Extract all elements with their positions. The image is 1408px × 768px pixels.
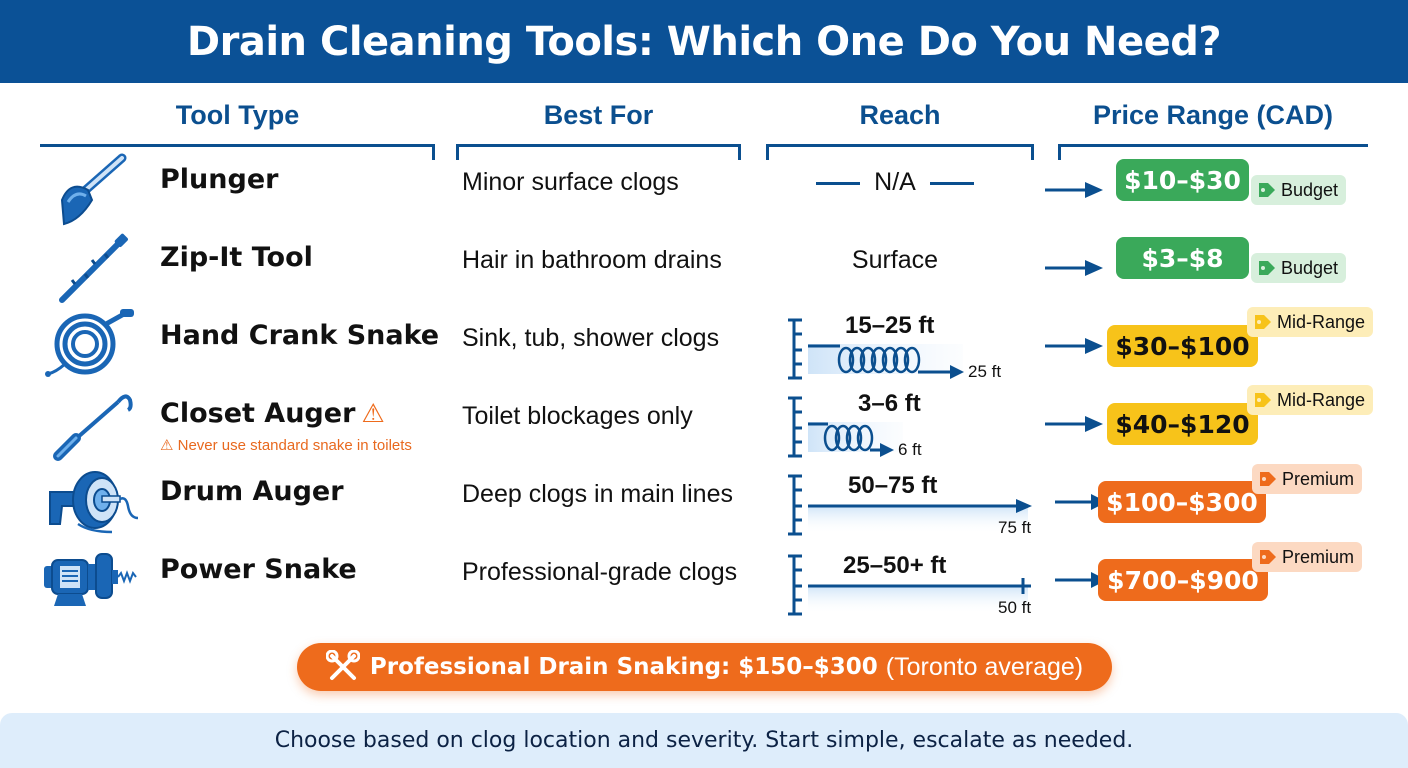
zip-it-icon: [40, 228, 140, 306]
price-badge: $700–$900: [1098, 559, 1268, 601]
reach-end-label: 25 ft: [968, 362, 1002, 381]
reach-range-label: 50–75 ft: [848, 472, 938, 499]
reach-graphic: 25–50+ ft 50 ft: [780, 540, 1040, 618]
professional-cost-banner: Professional Drain Snaking: $150–$300 (T…: [297, 643, 1112, 691]
price-badge: $3–$8: [1116, 237, 1249, 279]
dash-line: [816, 181, 861, 185]
best-for-text: Toilet blockages only: [462, 402, 693, 430]
reach-value: Surface: [851, 246, 939, 274]
column-header-tool-type: Tool Type: [175, 100, 300, 130]
reach-graphic: 15–25 ft 25 ft: [780, 306, 1040, 384]
professional-cost-label: Professional Drain Snaking: $150–$300: [369, 654, 878, 680]
column-header-reach: Reach: [859, 100, 941, 130]
warning-icon: ⚠: [361, 399, 385, 429]
tool-name: Plunger: [160, 164, 279, 195]
reach-end-label: 75 ft: [998, 518, 1032, 537]
best-for-text: Professional-grade clogs: [462, 558, 738, 586]
tag-icon: [1255, 315, 1271, 329]
reach-scale-icon: [788, 396, 903, 458]
footer-tip: Choose based on clog location and severi…: [0, 713, 1408, 768]
tool-name: Closet Auger⚠: [160, 398, 385, 429]
table-row: Hand Crank Snake Sink, tub, shower clogs…: [0, 306, 1408, 384]
price-badge: $30–$100: [1107, 325, 1258, 367]
best-for-text: Hair in bathroom drains: [462, 246, 722, 274]
best-for-text: Sink, tub, shower clogs: [462, 324, 720, 352]
arrow-right-icon: [1045, 260, 1103, 276]
column-header-best-for: Best For: [543, 100, 654, 130]
best-for-text: Deep clogs in main lines: [462, 480, 733, 508]
reach-value: N/A: [770, 168, 1020, 197]
reach-range-label: 3–6 ft: [858, 390, 921, 417]
tier-tag: Mid-Range: [1247, 385, 1374, 415]
tool-name: Hand Crank Snake: [160, 320, 440, 351]
closet-auger-icon: [40, 384, 140, 462]
footer-text: Choose based on clog location and severi…: [274, 728, 1134, 753]
reach-scale-icon: [788, 318, 964, 380]
drum-auger-icon: [40, 462, 140, 540]
reach-scale-icon: [788, 474, 1032, 536]
tag-icon: [1259, 261, 1275, 275]
table-row: Closet Auger⚠ ⚠ Never use standard snake…: [0, 384, 1408, 462]
tool-name: Drum Auger: [160, 476, 344, 507]
professional-cost-note: (Toronto average): [885, 652, 1084, 681]
dash-line: [929, 181, 974, 185]
tag-icon: [1255, 393, 1271, 407]
column-divider: [766, 144, 1034, 160]
tool-name: Power Snake: [160, 554, 357, 585]
reach-graphic: 50–75 ft 75 ft: [780, 462, 1040, 540]
reach-scale-icon: [788, 554, 1031, 616]
table-row: Drum Auger Deep clogs in main lines 50–7…: [0, 462, 1408, 540]
tag-icon: [1259, 183, 1275, 197]
arrow-right-icon: [1045, 338, 1103, 354]
warning-note: ⚠ Never use standard snake in toilets: [160, 437, 412, 454]
column-divider: [40, 144, 435, 160]
column-divider: [1058, 144, 1368, 160]
hand-crank-snake-icon: [40, 306, 140, 384]
tier-tag: Mid-Range: [1247, 307, 1374, 337]
tool-name: Zip-It Tool: [160, 242, 313, 273]
power-snake-icon: [40, 540, 140, 618]
tools-icon: [325, 650, 360, 680]
column-divider: [456, 144, 741, 160]
reach-range-label: 25–50+ ft: [843, 552, 947, 579]
reach-end-label: 50 ft: [998, 598, 1032, 617]
price-badge: $40–$120: [1107, 403, 1258, 445]
plunger-icon: [40, 150, 140, 228]
column-header-price-range: Price Range (CAD): [1092, 100, 1334, 130]
best-for-text: Minor surface clogs: [462, 168, 679, 196]
table-row: Power Snake Professional-grade clogs 25–…: [0, 540, 1408, 618]
table-row: Zip-It Tool Hair in bathroom drains Surf…: [0, 228, 1408, 306]
tag-icon: [1260, 472, 1276, 486]
arrow-right-icon: [1045, 182, 1103, 198]
title-banner: Drain Cleaning Tools: Which One Do You N…: [0, 0, 1408, 83]
reach-range-label: 15–25 ft: [845, 312, 935, 339]
arrow-right-icon: [1045, 416, 1103, 432]
tier-tag: Premium: [1252, 464, 1363, 494]
table-row: Plunger Minor surface clogs N/A $10–$30 …: [0, 150, 1408, 228]
warning-icon: ⚠: [160, 437, 174, 454]
page-title: Drain Cleaning Tools: Which One Do You N…: [186, 18, 1222, 65]
tier-tag: Budget: [1251, 253, 1347, 283]
tier-tag: Budget: [1251, 175, 1347, 205]
price-badge: $100–$300: [1098, 481, 1266, 523]
reach-end-label: 6 ft: [898, 440, 922, 459]
tier-tag: Premium: [1252, 542, 1363, 572]
tag-icon: [1260, 550, 1276, 564]
price-badge: $10–$30: [1116, 159, 1249, 201]
reach-graphic: 3–6 ft 6 ft: [780, 384, 1040, 462]
